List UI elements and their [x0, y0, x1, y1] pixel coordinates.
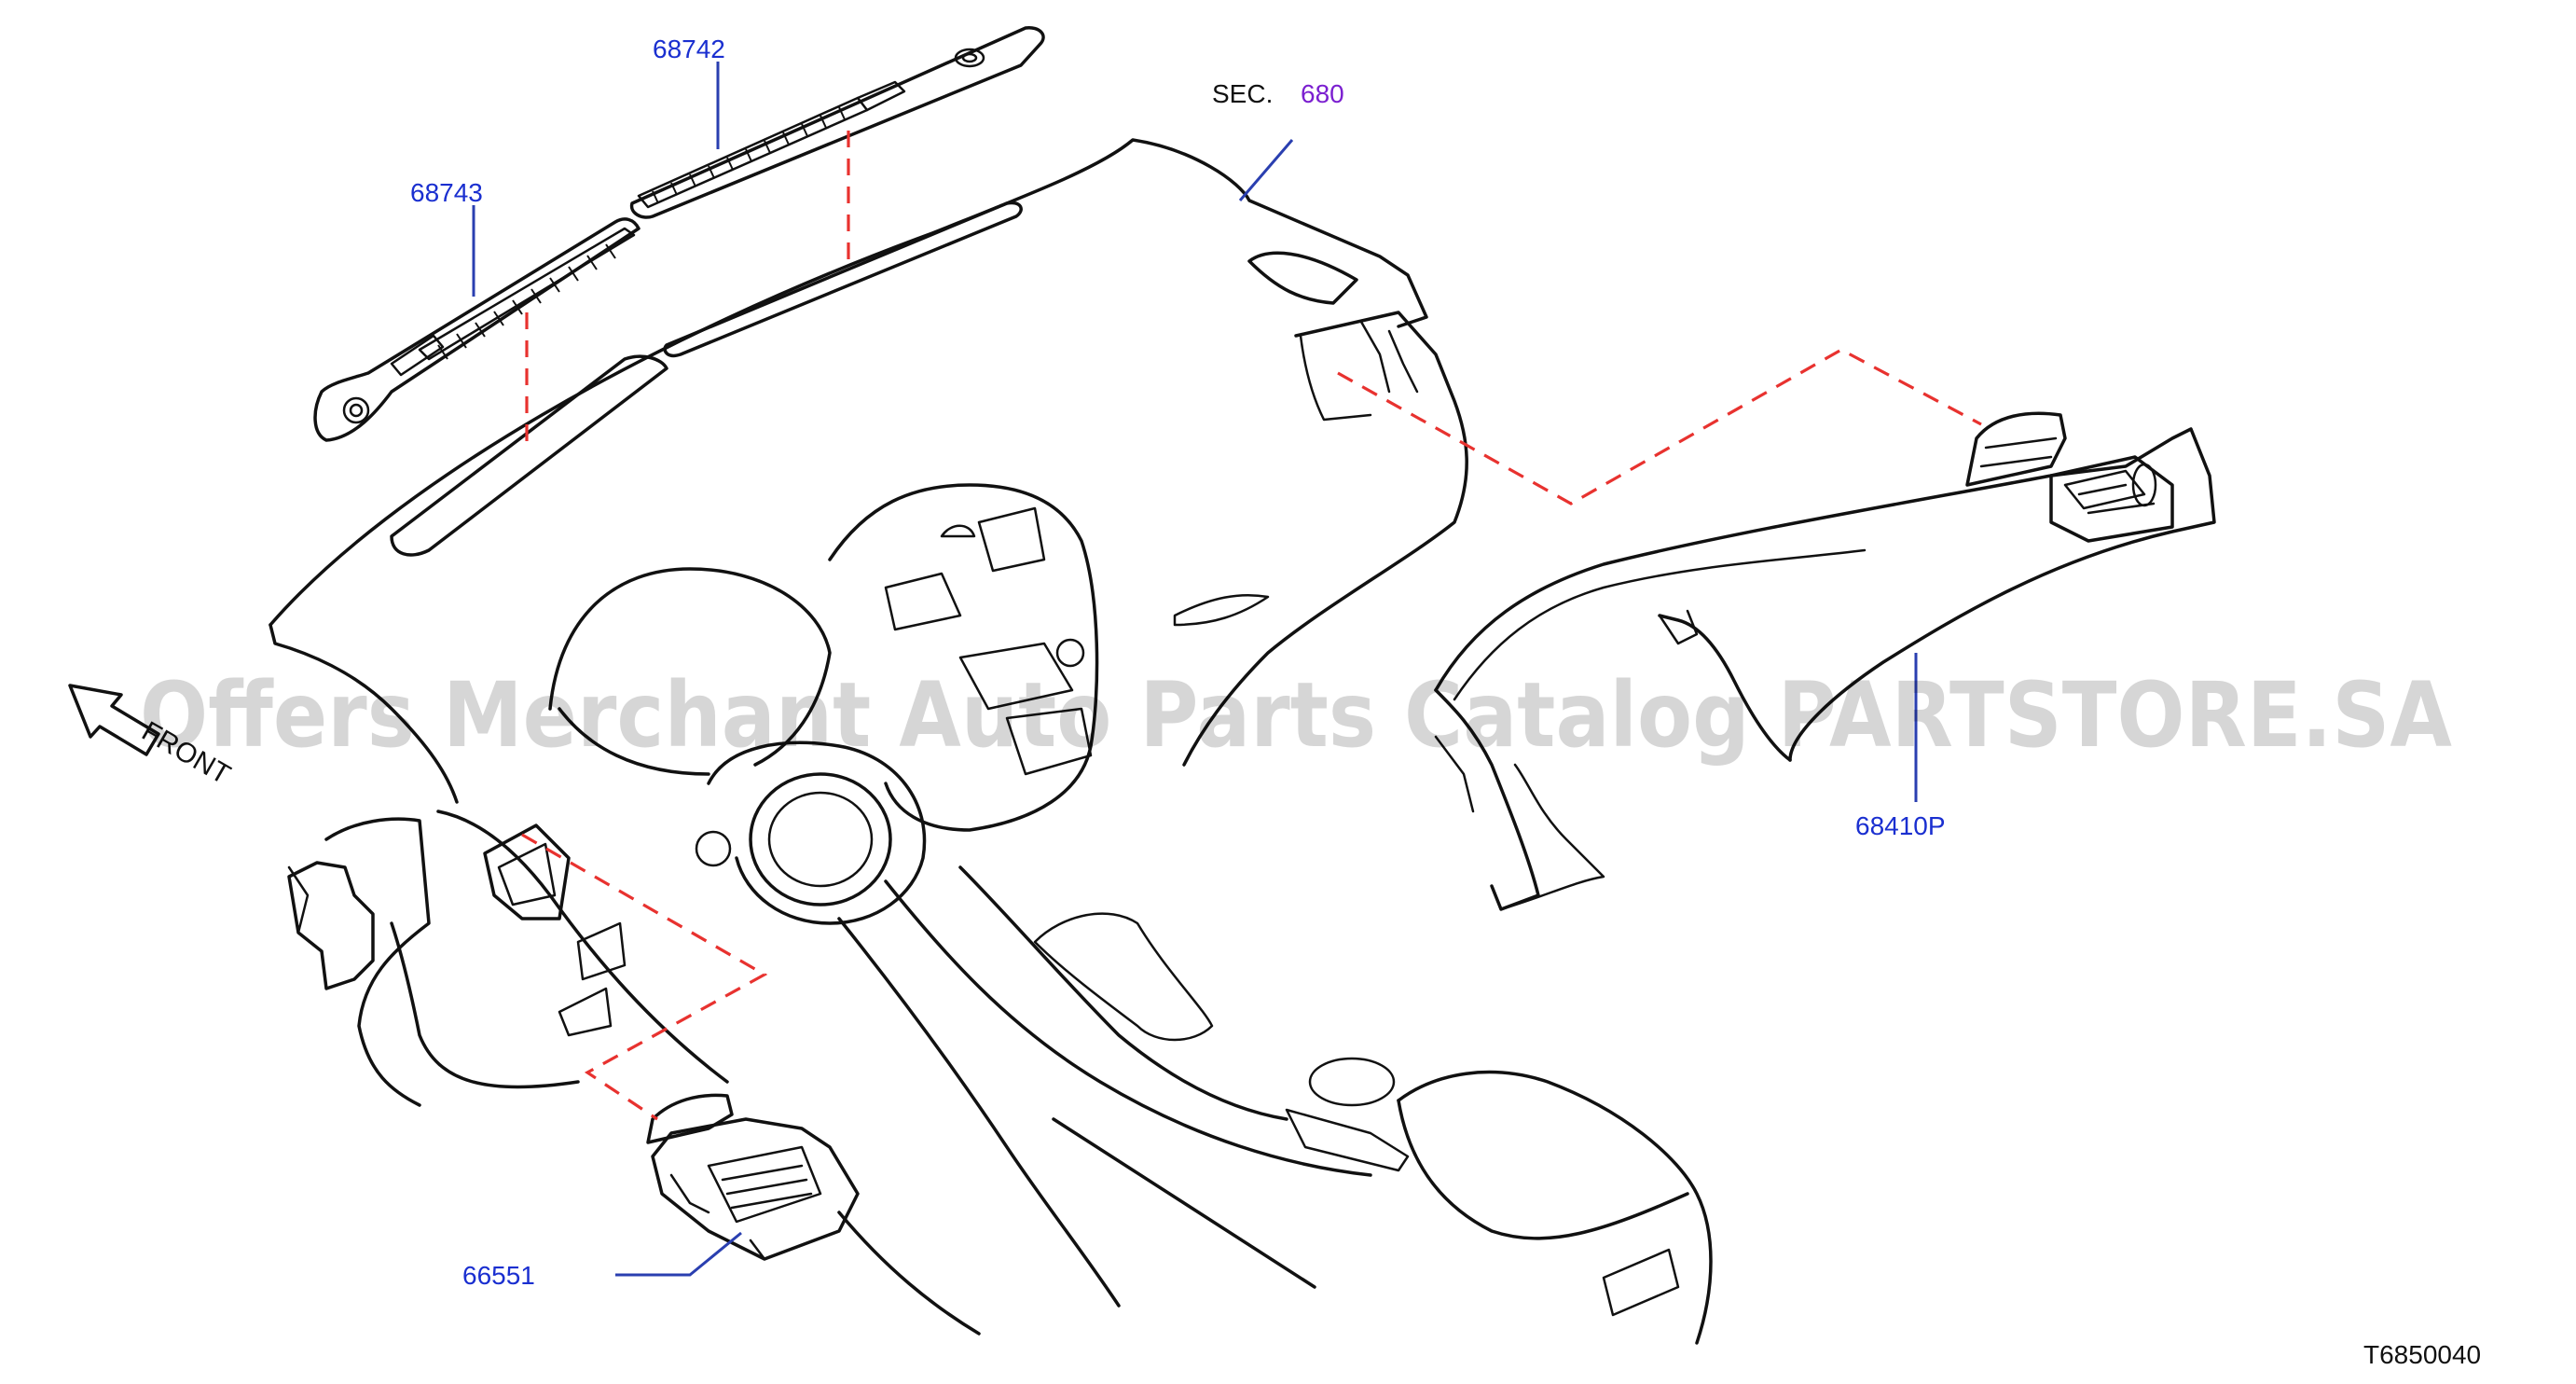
leader-66551 — [615, 1231, 742, 1277]
part-label-68743[interactable]: 68743 — [410, 178, 483, 207]
defroster-grille-right-68742 — [629, 26, 1045, 219]
vent-duct-68410P — [1434, 411, 2216, 911]
defroster-grille-left-68743 — [313, 217, 641, 442]
grille-slats-right — [652, 106, 846, 204]
instrument-panel-drawing — [269, 138, 1713, 1345]
side-vent-66551 — [646, 1093, 860, 1261]
watermark-text: Offers Merchant Auto Parts Catalog PARTS… — [140, 663, 2452, 768]
front-arrow-icon — [68, 684, 160, 756]
grille-slats-left — [437, 243, 616, 360]
leader-sec-680 — [1238, 139, 1294, 201]
diagram-code: T6850040 — [2363, 1340, 2481, 1369]
part-label-68742[interactable]: 68742 — [653, 35, 725, 63]
leader-lines — [472, 62, 1918, 1277]
section-ref-680[interactable]: 680 — [1301, 79, 1344, 108]
section-ref-prefix: SEC. — [1212, 79, 1273, 108]
part-label-66551[interactable]: 66551 — [462, 1261, 535, 1290]
assembly-guide-lines — [521, 131, 1982, 1121]
part-label-68410P[interactable]: 68410P — [1855, 811, 1946, 840]
